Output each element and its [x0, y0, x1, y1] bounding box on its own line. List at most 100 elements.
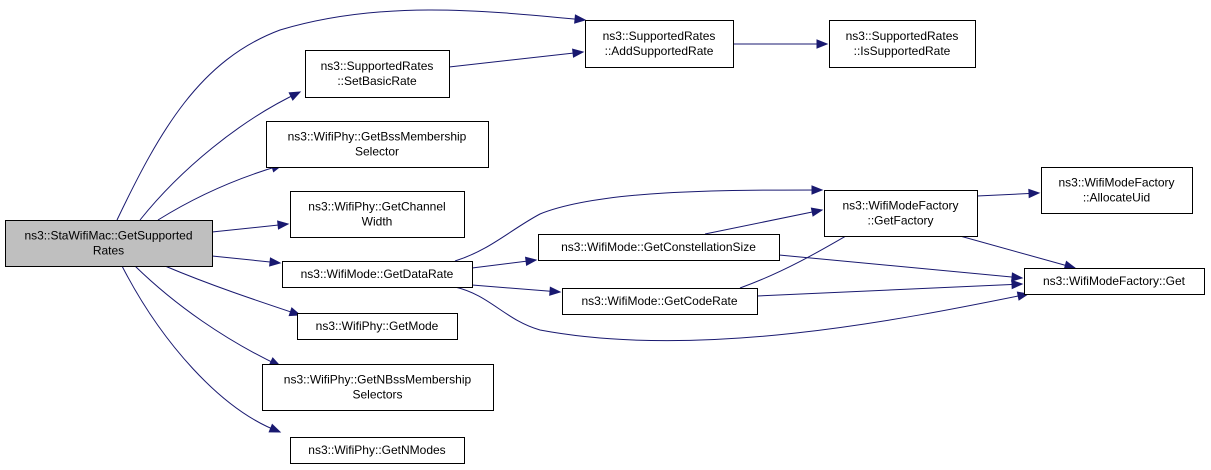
edge-line [116, 9, 586, 221]
arrowhead-icon [1011, 272, 1024, 282]
edge-setbasic-addsupp [448, 48, 585, 68]
edge-datarate-constsize [471, 256, 538, 269]
node-label: Width [362, 215, 393, 229]
node-label: ::IsSupportedRate [854, 44, 951, 58]
arrowhead-icon [572, 48, 585, 58]
node-label: ns3::WifiMode::GetCodeRate [581, 294, 737, 308]
node-box [290, 191, 465, 238]
node-label: ns3::SupportedRates [603, 29, 716, 43]
arrowhead-icon [269, 257, 282, 267]
node-label: Selector [355, 145, 399, 159]
edge-line [756, 283, 1023, 297]
edge-line [134, 265, 281, 367]
node-get[interactable]: ns3::WifiModeFactory::Get [1024, 268, 1205, 295]
edge-line [164, 265, 301, 316]
node-box [538, 234, 780, 261]
node-label: ns3::WifiMode::GetConstellationSize [561, 240, 756, 254]
edge-line [211, 223, 289, 233]
edge-factory-get [959, 235, 1077, 270]
node-label: Selectors [352, 388, 402, 402]
edge-factory-alloc [976, 188, 1041, 199]
node-label: Rates [93, 244, 124, 258]
edge-line [778, 254, 1023, 279]
arrowhead-icon [524, 256, 538, 267]
node-label: ns3::WifiModeFactory [842, 199, 958, 213]
edge-root-chw [211, 220, 290, 233]
node-label: ns3::WifiModeFactory [1058, 176, 1174, 190]
node-box [305, 50, 450, 98]
arrowhead-icon [816, 39, 829, 49]
node-box [824, 190, 978, 237]
node-label: ns3::WifiPhy::GetNModes [308, 443, 445, 457]
edge-root-datarate [211, 255, 282, 267]
node-box [5, 220, 213, 267]
arrowhead-icon [268, 423, 282, 433]
node-datarate[interactable]: ns3::WifiMode::GetDataRate [282, 261, 473, 288]
arrowhead-icon [574, 14, 587, 24]
arrowhead-icon [288, 91, 302, 101]
node-label: ::AddSupportedRate [605, 44, 714, 58]
node-nmodes[interactable]: ns3::WifiPhy::GetNModes [290, 437, 465, 464]
node-box [297, 313, 458, 340]
edge-line [454, 286, 1029, 342]
node-box [262, 364, 494, 411]
node-label: ns3::WifiPhy::GetMode [316, 319, 439, 333]
node-label: ns3::WifiMode::GetDataRate [301, 267, 454, 281]
edge-line [471, 284, 561, 293]
arrowhead-icon [811, 185, 824, 195]
node-label: ns3::WifiPhy::GetNBssMembership [284, 373, 472, 387]
edge-line [157, 164, 283, 221]
node-getmode[interactable]: ns3::WifiPhy::GetMode [297, 313, 458, 340]
node-addsupp[interactable]: ns3::SupportedRates::AddSupportedRate [585, 20, 734, 68]
edge-line [704, 209, 823, 235]
edge-addsupp-issupp [733, 39, 829, 49]
edge-root-addsupp [116, 9, 587, 221]
edge-line [959, 235, 1076, 269]
edge-constsize-factory [704, 207, 824, 235]
node-label: ns3::WifiPhy::GetChannel [308, 200, 445, 214]
node-label: ns3::WifiModeFactory::Get [1043, 274, 1186, 288]
edge-line [121, 265, 281, 433]
node-setbasic[interactable]: ns3::SupportedRates::SetBasicRate [305, 50, 450, 98]
edge-line [471, 259, 537, 269]
node-label: ns3::SupportedRates [321, 59, 434, 73]
node-box [290, 437, 465, 464]
node-coderate[interactable]: ns3::WifiMode::GetCodeRate [562, 288, 758, 315]
edge-root-getmode [164, 265, 302, 317]
edge-datarate-coderate [471, 284, 562, 296]
node-label: ::GetFactory [867, 214, 933, 228]
edge-line [454, 189, 823, 262]
edges [116, 9, 1077, 433]
arrowhead-icon [1011, 279, 1024, 290]
edge-line [139, 91, 301, 221]
node-box [1041, 167, 1193, 214]
edge-datarate-get [454, 286, 1030, 342]
edge-root-bss [157, 163, 284, 221]
edge-datarate-factory [454, 185, 824, 262]
node-label: ns3::StaWifiMac::GetSupported [24, 229, 192, 243]
arrowhead-icon [1028, 188, 1041, 199]
node-label: ::SetBasicRate [337, 74, 417, 88]
node-issupp[interactable]: ns3::SupportedRates::IsSupportedRate [829, 20, 976, 68]
node-alloc[interactable]: ns3::WifiModeFactory::AllocateUid [1041, 167, 1193, 214]
node-factory[interactable]: ns3::WifiModeFactory::GetFactory [824, 190, 978, 237]
node-box [562, 288, 758, 315]
node-box [829, 20, 976, 68]
node-box [585, 20, 734, 68]
arrowhead-icon [810, 207, 824, 217]
edge-line [211, 255, 281, 264]
edge-root-nmodes [121, 265, 282, 433]
arrowhead-icon [277, 220, 290, 230]
node-label: ::AllocateUid [1083, 191, 1150, 205]
node-label: ns3::WifiPhy::GetBssMembership [288, 130, 467, 144]
edge-line [448, 51, 584, 68]
edge-coderate-get [756, 279, 1024, 297]
node-constsize[interactable]: ns3::WifiMode::GetConstellationSize [538, 234, 780, 261]
node-box [266, 121, 489, 168]
edge-root-setbasic [139, 91, 302, 221]
